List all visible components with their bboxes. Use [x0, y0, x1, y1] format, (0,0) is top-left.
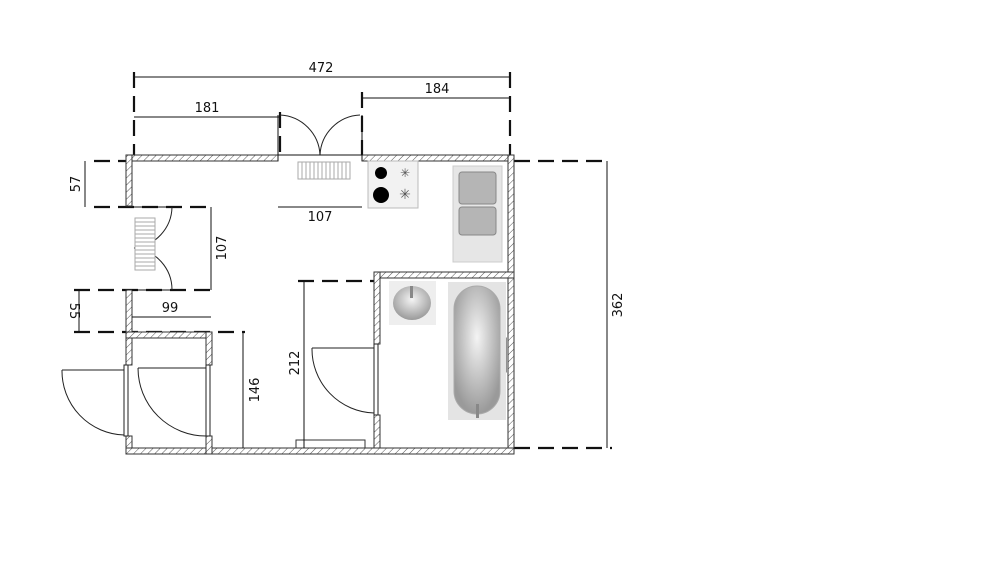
bathtub [448, 282, 506, 420]
floor-platform [295, 439, 366, 449]
dim-label: 362 [611, 293, 626, 318]
dim-label: 57 [69, 176, 84, 193]
dim-left-segment: 181 [134, 101, 280, 118]
bathroom-door[interactable] [311, 343, 379, 416]
dim-total-width: 472 [134, 61, 510, 78]
stove: ✳ ✳ [367, 160, 419, 209]
dim-label: 55 [66, 303, 81, 320]
dim-label: 472 [309, 61, 334, 76]
dim-top-door: 107 [278, 206, 362, 225]
dimensions: 472 184 181 107 57 107 55 99 [66, 61, 626, 448]
dim-right-segment: 184 [362, 82, 510, 99]
dim-label: 146 [248, 378, 263, 403]
dim-wc-width: 99 [132, 301, 211, 318]
wc-door[interactable] [137, 364, 211, 437]
dim-wc-depth: 146 [242, 332, 263, 448]
radiator-left [134, 217, 156, 271]
entrance-door[interactable] [61, 364, 129, 437]
svg-text:✳: ✳ [400, 166, 410, 180]
kitchen-sink [452, 165, 503, 263]
dim-left-gap: 55 [66, 290, 81, 332]
dim-label: 107 [215, 236, 230, 261]
dim-label: 99 [162, 301, 179, 316]
dim-left-top-offset: 57 [69, 161, 86, 207]
dim-total-depth: 362 [606, 161, 626, 448]
svg-text:✳: ✳ [399, 187, 411, 203]
dim-label: 181 [195, 101, 220, 116]
bathroom-sink [389, 281, 436, 325]
dim-label: 107 [308, 210, 333, 225]
radiator-top [297, 161, 351, 180]
top-double-door[interactable] [277, 114, 363, 161]
dim-left-door: 107 [210, 207, 230, 290]
dim-hall-depth: 212 [288, 281, 305, 448]
walls [125, 154, 515, 455]
dim-label: 184 [425, 82, 450, 97]
dim-label: 212 [288, 351, 303, 376]
